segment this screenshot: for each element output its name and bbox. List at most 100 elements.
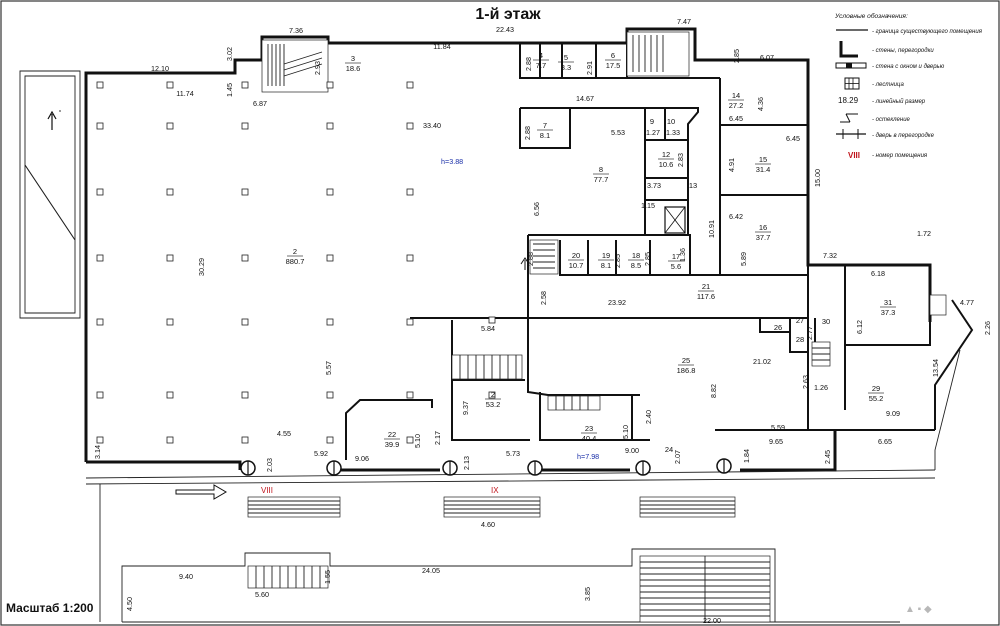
room-area: 8.1 — [540, 131, 550, 140]
dimension-label: 2.88 — [523, 126, 532, 140]
dimension-label: 5.53 — [611, 128, 625, 137]
dimension-label: 5.73 — [506, 449, 520, 458]
room-number: 13 — [689, 181, 697, 190]
column-marker — [166, 391, 174, 399]
legend-text-boundary: - граница существующего помещения — [872, 29, 983, 35]
dimension-label: 2.63 — [801, 375, 810, 389]
column-marker — [96, 318, 104, 326]
dimension-label: 6.56 — [532, 202, 541, 216]
entrance-doors — [240, 458, 732, 476]
dimension-label: 2.17 — [433, 431, 442, 445]
dimension-label: 9.00 — [625, 446, 639, 455]
room-number: 6 — [611, 51, 615, 60]
room-area: 7.7 — [536, 61, 546, 70]
legend-text-opening: - остекление — [872, 117, 911, 123]
column-marker — [326, 254, 334, 262]
column-marker — [326, 318, 334, 326]
room-label: 198.1 — [598, 251, 614, 270]
room-label: 10 — [667, 117, 675, 126]
dimension-label: 5.10 — [621, 425, 630, 439]
column-marker — [326, 122, 334, 130]
room-number: 29 — [872, 384, 880, 393]
room-label: 188.5 — [628, 251, 644, 270]
dimension-label: 6.07 — [760, 53, 774, 62]
dimension-label: 2.85 — [643, 252, 652, 266]
room-number: 5 — [564, 53, 568, 62]
room-label: 877.7 — [593, 165, 609, 184]
room-number: 2 — [491, 390, 495, 399]
dimension-label: 1.45 — [225, 83, 234, 97]
room-number: 28 — [796, 335, 804, 344]
dimension-label: 2.40 — [644, 410, 653, 424]
stair-arrow-icon — [520, 257, 530, 270]
column-marker — [326, 436, 334, 444]
dimension-label: 6.42 — [729, 212, 743, 221]
scale-label: Масштаб 1:200 — [6, 601, 94, 615]
column-marker — [241, 188, 249, 196]
dimension-label: 14.67 — [576, 94, 594, 103]
room-label: 175.6 — [668, 252, 684, 271]
dimension-label: 2.93 — [313, 61, 322, 75]
column-marker — [406, 81, 414, 89]
column-marker — [326, 391, 334, 399]
dimension-label: 5.92 — [314, 449, 328, 458]
room-label: 253.2 — [485, 390, 501, 409]
section-number-viii: VIII — [261, 486, 273, 495]
room-area: 5.6 — [671, 262, 681, 271]
column-marker — [166, 436, 174, 444]
columns — [96, 81, 496, 444]
dimension-label: 1.33 — [666, 128, 680, 137]
walls — [19, 27, 974, 623]
room-number: 19 — [602, 251, 610, 260]
room-area: 77.7 — [594, 175, 609, 184]
room-label: 26 — [774, 323, 782, 332]
column-marker — [406, 436, 414, 444]
dimension-label: 10.91 — [707, 220, 716, 238]
arrow-up-icon — [47, 110, 57, 130]
dimension-label: 5.10 — [413, 434, 422, 448]
dimension-label: 1.55 — [323, 570, 332, 584]
dimension-label: 6.65 — [878, 437, 892, 446]
room-area: 17.5 — [606, 61, 621, 70]
column-marker — [406, 188, 414, 196]
dimension-label: 6.12 — [855, 320, 864, 334]
dimension-label: 24.05 — [422, 566, 440, 575]
legend-text-dimension: - линейный размер — [872, 98, 926, 105]
wall-icon — [839, 41, 858, 58]
dimension-label: 2.58 — [539, 291, 548, 305]
staircase-icon — [844, 77, 860, 90]
ceiling-height-lobby: h=7.98 — [577, 452, 599, 461]
column-marker — [488, 316, 496, 324]
room-number: 8 — [599, 165, 603, 174]
room-number: 2 — [293, 247, 297, 256]
dimension-label: 5.57 — [324, 361, 333, 375]
column-marker — [166, 318, 174, 326]
dimension-label: 6.18 — [871, 269, 885, 278]
opening-icon — [840, 113, 858, 123]
room-area: 39.9 — [385, 440, 400, 449]
dimension-label: 4.91 — [727, 158, 736, 172]
room-number: 15 — [759, 155, 767, 164]
column-marker — [241, 254, 249, 262]
room-area: 10.6 — [659, 160, 674, 169]
dimension-label: 7.32 — [823, 251, 837, 260]
dimension-label: 2.03 — [265, 458, 274, 472]
column-marker — [241, 81, 249, 89]
dimension-label: 11.84 — [433, 42, 450, 51]
dimension-label: 2.88 — [524, 57, 533, 71]
column-marker — [96, 122, 104, 130]
dimension-label: 1.84 — [742, 449, 751, 463]
room-number: 9 — [650, 117, 654, 126]
dimension-label: 7.36 — [289, 26, 303, 35]
room-area: 37.3 — [881, 308, 896, 317]
column-marker — [488, 391, 496, 399]
dimension-label: 2.77 — [805, 326, 814, 340]
column-marker — [241, 122, 249, 130]
legend-text-wall-window: - стена с окном и дверью — [872, 64, 945, 70]
room-number: 3 — [351, 54, 355, 63]
